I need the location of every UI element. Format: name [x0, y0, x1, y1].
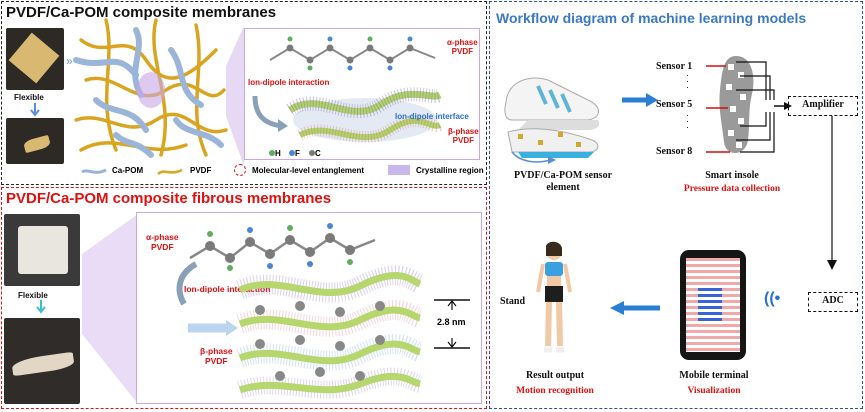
alpha-chain: [269, 36, 436, 71]
atom-h-label: H: [275, 149, 281, 158]
down-arrow-icon: [30, 103, 40, 117]
stand-label: Stand: [500, 296, 526, 307]
membrane-photo: [6, 28, 64, 90]
curved-arrow-icon-2: [176, 261, 198, 306]
sensor-wires: [706, 61, 792, 153]
crystalline-legend-icon: [388, 165, 410, 175]
panel1-title: PVDF/Ca-POM composite membranes: [6, 4, 277, 21]
wireless-signal-icon: ((•: [764, 290, 781, 307]
sensor-element-caption: PVDF/Ca-POM sensor element: [513, 170, 613, 193]
entanglement-legend-icon: [234, 164, 246, 176]
atom-f-label: F: [295, 149, 300, 158]
mobile-terminal-caption: Mobile terminal: [679, 370, 749, 381]
flexible-label-1: Flexible: [14, 93, 44, 102]
fiber-network: [73, 18, 228, 158]
panel-workflow: [489, 1, 863, 409]
legend-ca-pom: Ca-POM: [112, 166, 144, 175]
result-output-caption: Result output: [525, 370, 585, 381]
bent-membrane-photo: [6, 118, 64, 164]
legend-crystalline: Crystalline region: [416, 166, 484, 175]
shoes-illustration: [504, 77, 600, 158]
bent-fibrous-photo: [4, 318, 80, 404]
ion-dipole-interface-label: Ion-dipole interface: [395, 112, 469, 121]
mobile-phone: [680, 250, 746, 360]
ellipsis-dots: ···: [686, 70, 689, 92]
double-arrow-icon: »: [66, 54, 73, 68]
sensor-8-label: Sensor 8: [656, 146, 693, 157]
amplifier-box: [788, 96, 858, 116]
adc-label: ADC: [822, 295, 844, 306]
panel-fibrous-membranes: [1, 187, 487, 409]
down-arrow-icon-2: [36, 300, 46, 314]
right-arrow-icon: [188, 320, 238, 336]
motion-caption: Motion recognition: [516, 386, 594, 396]
curved-arrow-icon: [252, 95, 288, 132]
left-arrow-icon: [610, 301, 660, 315]
zoom-wedge-2: [82, 214, 138, 404]
ion-dipole-interaction-label-2: Ion-dipole interaction: [184, 284, 271, 294]
person-figure: [536, 241, 572, 353]
fiber-stack: [235, 265, 425, 399]
ion-dipole-interaction-label-1: Ion-dipole interaction: [248, 78, 330, 87]
adc-box: [808, 292, 858, 312]
sensor-1-label: Sensor 1: [656, 61, 693, 72]
alpha-chain-2: [189, 223, 376, 271]
fibrous-membrane-photo: [4, 214, 80, 286]
legend-pvdf: PVDF: [190, 166, 212, 175]
down-arrow-icon-3: [827, 116, 837, 270]
legend-entanglement: Molecular-level entanglement: [252, 166, 365, 175]
spacing-indicator: [434, 299, 470, 349]
ca-pom-legend-icon: [81, 168, 107, 174]
amplifier-label: Amplifier: [802, 99, 844, 110]
spacing-label: 2.8 nm: [437, 317, 466, 327]
curved-arrow-icon-3: [511, 151, 556, 164]
panel-composite-membranes: [1, 1, 487, 185]
zoom-wedge: [226, 26, 244, 166]
flexible-label-2: Flexible: [18, 291, 48, 300]
panel2-title: PVDF/Ca-POM composite fibrous membranes: [6, 190, 332, 207]
right-arrow-icon-2: [622, 93, 658, 107]
atom-legend-icons: [269, 150, 315, 156]
panel3-title: Workflow diagram of machine learning mod…: [496, 10, 807, 26]
atom-c-label: C: [315, 149, 321, 158]
pvdf-legend-icon: [157, 168, 183, 175]
pressure-caption: Pressure data collection: [683, 184, 781, 194]
ellipsis-dots-2: ···: [686, 110, 689, 132]
smart-insole-caption: Smart insole: [705, 170, 759, 181]
smart-insole-icon: [719, 56, 754, 154]
sensor-5-label: Sensor 5: [656, 99, 693, 110]
fibrous-molecular-inset: [136, 212, 482, 404]
fiber-bundle-1: [286, 87, 444, 144]
visualization-caption: Visualization: [687, 386, 741, 396]
